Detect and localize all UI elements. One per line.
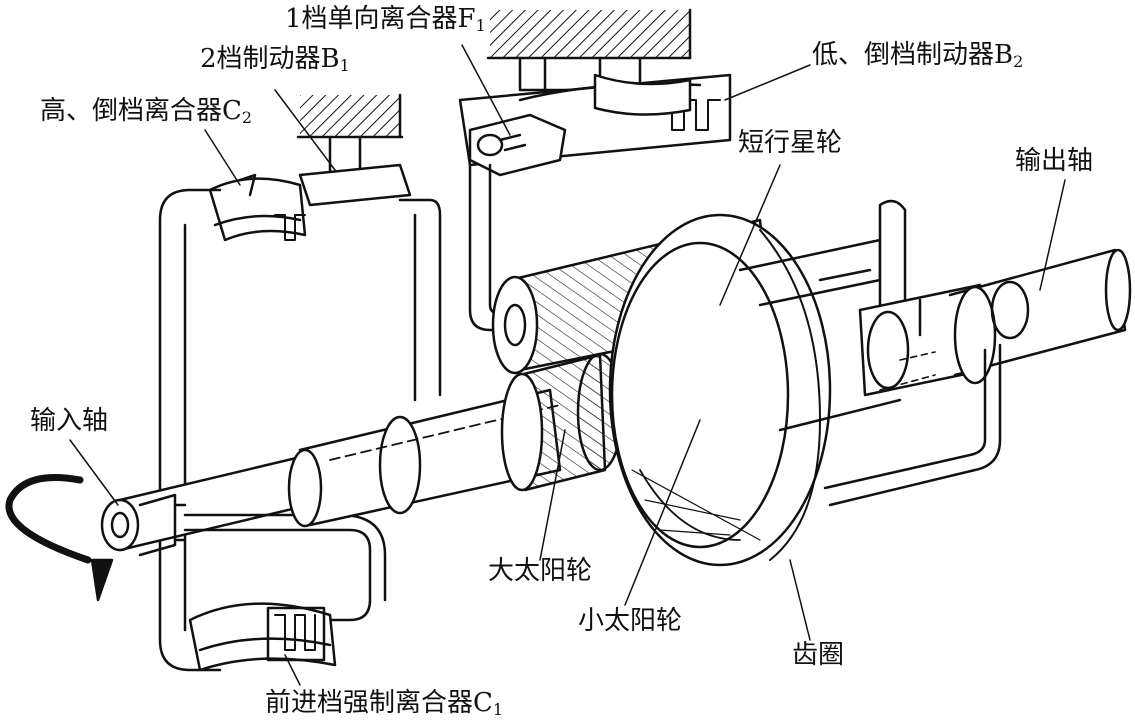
c1-clutch [188, 602, 337, 672]
c2-frame [158, 188, 442, 672]
leader-lines [69, 44, 1066, 686]
label-b1-brake: 2档制动器B1 [200, 44, 350, 75]
label-short-planet-gear: 短行星轮 [738, 128, 843, 158]
label-ring-gear: 齿圈 [792, 640, 845, 670]
label-b2-brake: 低、倒档制动器B2 [812, 40, 1024, 71]
output-shaft [858, 248, 1132, 397]
label-f1-one-way-clutch: 1档单向离合器F1 [285, 4, 486, 35]
label-c1-clutch: 前进档强制离合器C1 [265, 688, 504, 719]
f1-one-way-clutch [468, 113, 567, 177]
input-shaft [100, 448, 332, 557]
label-input-shaft: 输入轴 [30, 406, 109, 436]
rotation-arrow-icon [5, 474, 114, 602]
label-large-sun-gear: 大太阳轮 [488, 556, 593, 586]
housing-ground-b1 [296, 93, 404, 139]
label-c2-clutch: 高、倒档离合器C2 [40, 96, 253, 127]
label-small-sun-gear: 小太阳轮 [578, 606, 683, 636]
intermediate-sleeve [287, 388, 562, 528]
large-sun-gear [500, 352, 624, 492]
label-output-shaft: 输出轴 [1015, 146, 1094, 176]
housing-ground-b2 [486, 8, 692, 60]
ring-gear [608, 213, 832, 567]
c1-frame [173, 503, 387, 622]
c2-clutch [208, 173, 307, 242]
ring-output-loop [823, 298, 1002, 507]
b1-brake [298, 135, 412, 207]
